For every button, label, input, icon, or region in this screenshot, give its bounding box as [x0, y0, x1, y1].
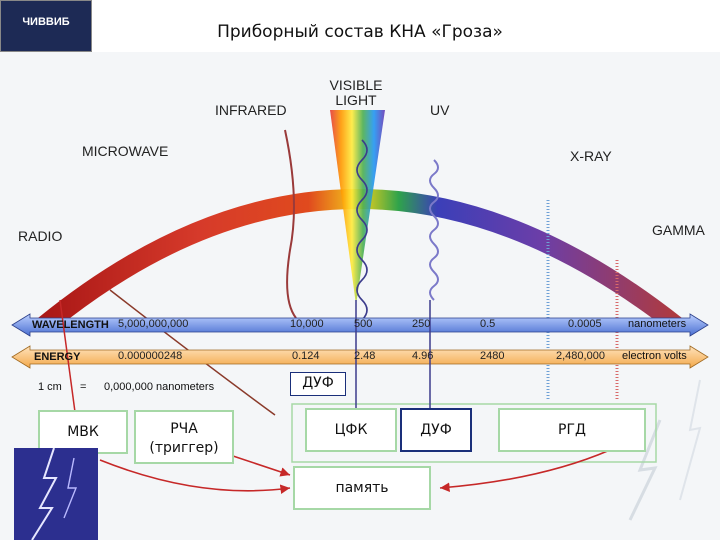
energy-unit: electron volts — [622, 350, 687, 362]
band-gamma: GAMMA — [652, 222, 705, 238]
band-microwave: MICROWAVE — [82, 143, 169, 159]
uv-wave — [429, 159, 439, 301]
wavelength-bar — [11, 313, 709, 337]
energy-value: 2480 — [480, 350, 505, 362]
logo-text: ЧИВВИБ — [22, 16, 70, 28]
band-uv: UV — [430, 102, 450, 118]
arrow-mvk-memory — [99, 459, 291, 495]
band-infrared: INFRARED — [215, 102, 287, 118]
scale-right: 0,000,000 nanometers — [104, 381, 215, 393]
wavelength-value: 10,000 — [290, 318, 324, 330]
wavelength-value: 0.0005 — [568, 318, 602, 330]
scale-eq: = — [80, 381, 87, 393]
duf-box: ДУФ — [400, 408, 472, 452]
wavelength-label: WAVELENGTH — [32, 319, 109, 331]
visible-wave — [356, 139, 368, 321]
band-radio: RADIO — [18, 228, 63, 244]
band-xray: X-RAY — [570, 148, 612, 164]
duf-label-box: ДУФ — [290, 372, 346, 396]
rgd-box: РГД — [498, 408, 646, 452]
lightning-icon — [31, 447, 78, 541]
energy-value: 0.000000248 — [118, 350, 183, 362]
band-visible-light: VISIBLE LIGHT — [329, 77, 383, 108]
energy-value: 4.96 — [412, 350, 434, 362]
instrument-group-frame — [291, 403, 657, 463]
energy-value: 2.48 — [354, 350, 376, 362]
wavelength-value: 0.5 — [480, 318, 496, 330]
lightning-image — [14, 447, 98, 541]
rcha-box: РЧА (триггер) — [134, 410, 234, 464]
infrared-wave — [284, 129, 297, 319]
energy-value: 2,480,000 — [556, 350, 605, 362]
mvk-box: МВК — [38, 410, 128, 454]
wavelength-value: 250 — [412, 318, 431, 330]
logo — [0, 0, 92, 52]
arrow-rgd-memory — [439, 449, 611, 493]
memory-box: память — [293, 466, 431, 510]
wavelength-value: 5,000,000,000 — [118, 318, 189, 330]
mvk-link — [59, 299, 76, 413]
energy-value: 0.124 — [292, 350, 320, 362]
page-title: Приборный состав КНА «Гроза» — [217, 22, 503, 42]
arrow-rcha-memory — [229, 454, 291, 477]
energy-bar — [11, 345, 709, 369]
energy-label: ENERGY — [34, 351, 81, 363]
cfk-box: ЦФК — [305, 408, 397, 452]
spectrum-arc — [38, 189, 682, 318]
scale-left: 1 cm — [38, 381, 62, 393]
wavelength-unit: nanometers — [628, 318, 687, 330]
wavelength-value: 500 — [354, 318, 373, 330]
